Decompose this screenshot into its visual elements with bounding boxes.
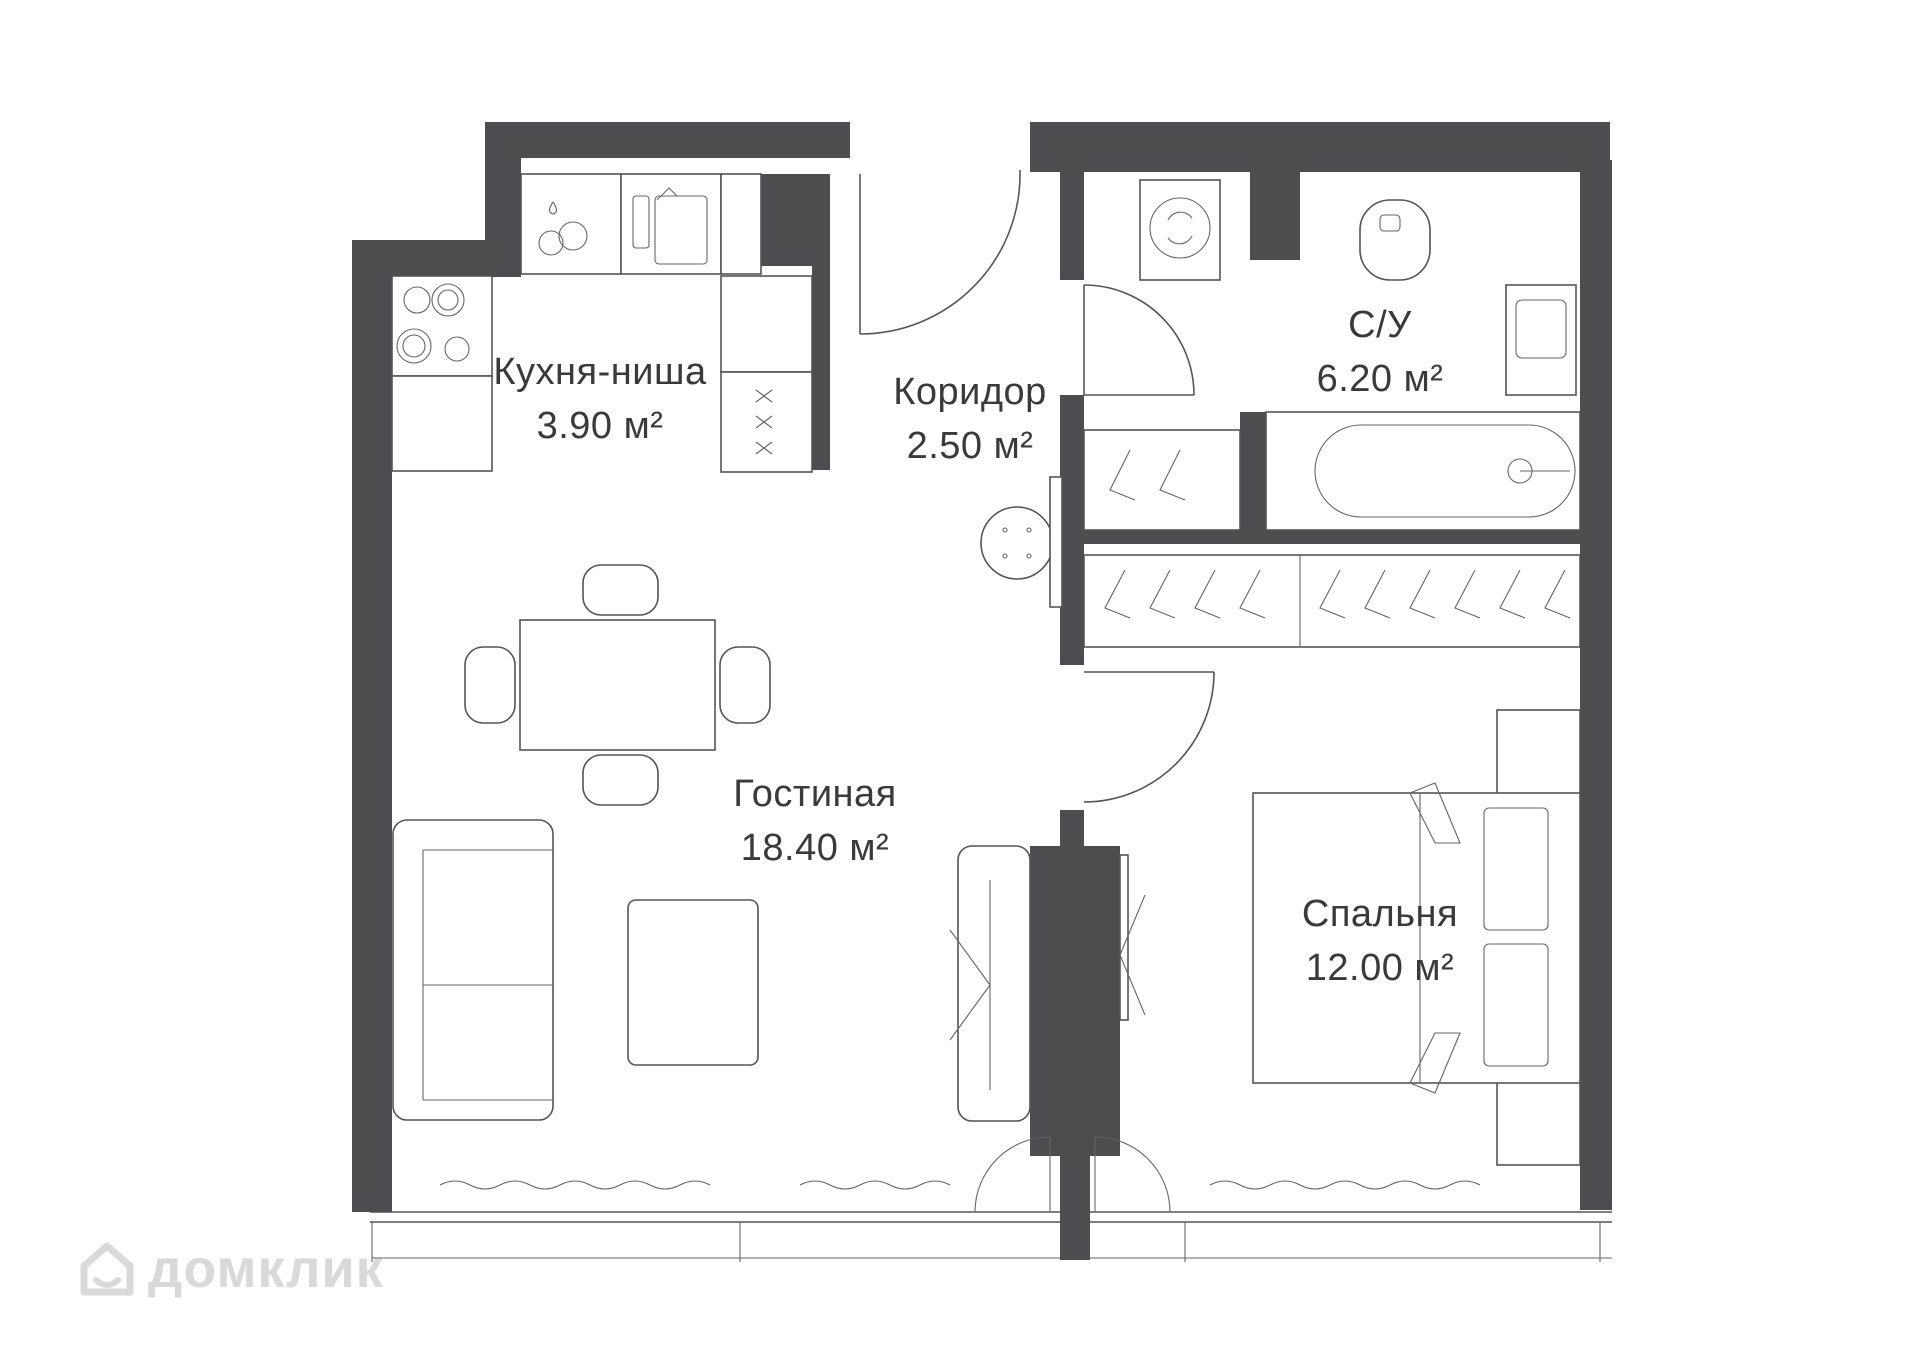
chair-bottom [582,754,659,806]
wall-top-right [1030,122,1610,172]
living-furniture [392,564,1146,1122]
door-swing-bedroom [1083,671,1215,803]
room-name-kitchen: Кухня-ниша [493,351,707,393]
oven-cabinet [720,371,813,473]
room-label-bathroom: С/У 6.20 м² [1270,298,1490,406]
chair-left [464,646,516,724]
stool [980,506,1054,580]
room-area-bathroom: 6.20 м² [1316,358,1444,400]
room-area-living: 18.40 м² [740,827,890,869]
toilet [1359,199,1431,281]
bath-sink-cabinet [1505,284,1577,396]
dining-table [519,619,716,751]
kitchen-furniture [391,173,813,473]
drop-icon [548,201,558,215]
wardrobe [1083,554,1581,648]
pillow-bottom [1483,943,1549,1067]
wall-right [1580,160,1612,1210]
fridge-block [760,174,816,266]
wall-bath-wardrobe [1060,530,1610,544]
wall-top-kitchen [485,122,850,158]
room-area-bedroom: 12.00 м² [1305,947,1455,989]
curtain-bedroom [1209,1180,1481,1190]
door-swing-bathroom [1083,284,1195,396]
corridor-furniture [980,429,1241,608]
blanket-fold-top [1409,782,1461,844]
counter-left [391,375,493,472]
watermark: домклик [78,1238,384,1300]
sink-bowl [654,195,708,265]
curtain-living-right [799,1180,951,1190]
shoe-bench [1049,476,1063,608]
room-label-bedroom: Спальня 12.00 м² [1260,887,1500,995]
room-name-bathroom: С/У [1348,304,1412,346]
wall-left [352,240,392,1212]
room-label-kitchen: Кухня-ниша 3.90 м² [480,345,720,453]
room-area-kitchen: 3.90 м² [536,405,664,447]
column-central [1030,846,1120,1156]
room-name-living: Гостиная [733,773,897,815]
room-label-corridor: Коридор 2.50 м² [860,365,1080,473]
chair-top [582,564,659,616]
door-swing-entrance [859,169,1021,335]
bedroom-furniture [1252,709,1581,1166]
corridor-closet [1083,429,1241,531]
tv-cabinet [957,845,1031,1122]
wall-top-right-end [1030,122,1066,172]
sofa [392,819,554,1121]
wall-top-left [352,240,487,276]
wardrobe-body [1083,554,1581,648]
tv-bedroom [1119,854,1129,1021]
bathroom-fixtures [1139,170,1581,531]
room-name-corridor: Коридор [893,371,1047,413]
washing-machine [1139,179,1221,281]
walls [352,122,1612,1260]
house-logo-icon [80,1242,134,1296]
wall-balcony-split [1060,1150,1090,1260]
bed [1252,792,1581,1084]
dishwasher [520,173,622,275]
coffee-table [627,899,759,1066]
wall-bath-closet [1240,412,1266,532]
tv-left [949,929,991,1041]
sink-cabinet [620,173,722,275]
faucet-icon [656,187,678,201]
windows [370,1136,1612,1262]
wall-kitchen-right [812,174,830,470]
wash-arrows-icon [1167,211,1193,245]
wall-bedroom-top [1060,810,1084,846]
chair-right [719,646,771,724]
door-swing-balcony-left [974,1136,1051,1213]
room-area-corridor: 2.50 м² [906,425,1034,467]
wall-corridor-bath [1060,170,1084,280]
counter-right-upper [720,275,813,373]
watermark-text: домклик [148,1239,384,1299]
counter-top [720,173,762,275]
room-label-living: Гостиная 18.40 м² [695,767,935,875]
curtain-living-left [439,1180,711,1190]
pillow-top [1483,807,1549,931]
door-swing-balcony-right [1094,1136,1171,1213]
doors [859,169,1215,803]
room-name-bedroom: Спальня [1301,893,1459,935]
bathtub [1314,424,1576,518]
blanket-fold-bottom [1409,1032,1461,1094]
